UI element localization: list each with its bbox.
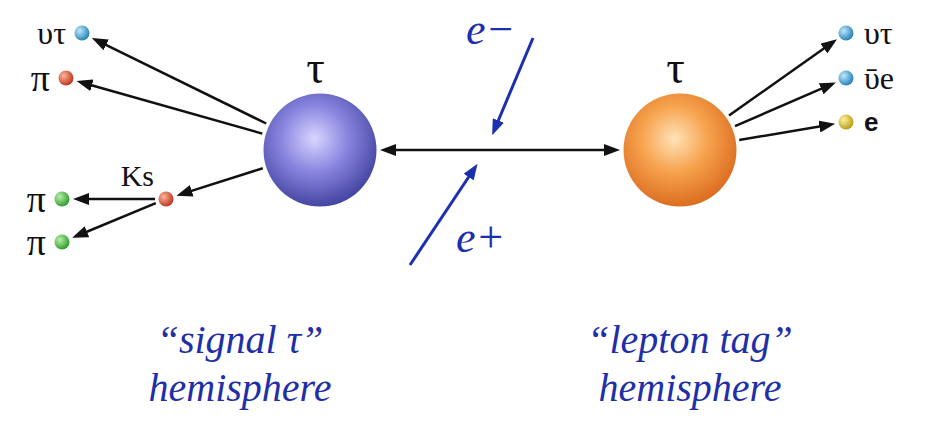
circle-outline xyxy=(624,94,737,207)
particle-name: τ xyxy=(666,45,685,91)
decay-arrow xyxy=(390,149,610,152)
circle-outline xyxy=(59,71,74,86)
particle-dot: π xyxy=(54,234,70,250)
decay-arrow xyxy=(86,84,262,134)
dot-shape xyxy=(74,25,90,41)
particle-dot: ῡe xyxy=(838,70,854,86)
decay-arrow xyxy=(83,198,155,201)
tau-sphere: τ xyxy=(263,93,377,207)
particle-label: Ks xyxy=(121,161,154,191)
particle-dot: Ks xyxy=(158,191,174,207)
particle-dot: υτ xyxy=(838,25,854,41)
beam-label: e− xyxy=(466,4,515,57)
hemisphere-label: “lepton tag” hemisphere xyxy=(555,316,825,412)
particle-dot: π xyxy=(58,70,74,86)
particle-dot: e xyxy=(838,114,854,130)
circle-outline xyxy=(75,26,90,41)
particle-label: π xyxy=(31,59,50,97)
circle-outline xyxy=(839,26,854,41)
circle-outline xyxy=(55,235,70,250)
decay-arrow xyxy=(739,126,825,141)
particle-dot: π xyxy=(54,191,70,207)
dot-shape xyxy=(158,191,174,207)
circle-outline xyxy=(159,192,174,207)
decay-arrow xyxy=(186,168,263,192)
dot-shape xyxy=(838,114,854,130)
particle-label: π xyxy=(27,180,46,218)
particle-dot: υτ xyxy=(74,25,90,41)
dot-shape xyxy=(838,25,854,41)
decay-arrow xyxy=(735,86,827,126)
dot-shape xyxy=(838,70,854,86)
circle-outline xyxy=(839,115,854,130)
decay-arrow xyxy=(81,203,155,234)
decay-arrow xyxy=(729,45,829,115)
dot-shape xyxy=(54,234,70,250)
particle-label: ῡe xyxy=(864,62,894,94)
tau-sphere: τ xyxy=(623,93,737,207)
particle-label: e xyxy=(864,109,878,135)
circle-outline xyxy=(55,192,70,207)
particle-label: υτ xyxy=(37,17,66,49)
circle-outline xyxy=(839,71,854,86)
hemisphere-label: “signal τ” hemisphere xyxy=(115,316,365,412)
beam-label: e+ xyxy=(456,212,505,265)
particle-label: π xyxy=(27,223,46,261)
dot-shape xyxy=(58,70,74,86)
particle-name: τ xyxy=(306,45,325,91)
sphere-shape xyxy=(623,93,737,207)
dot-shape xyxy=(54,191,70,207)
sphere-shape xyxy=(263,93,377,207)
particle-label: υτ xyxy=(864,17,893,49)
circle-outline xyxy=(264,94,377,207)
